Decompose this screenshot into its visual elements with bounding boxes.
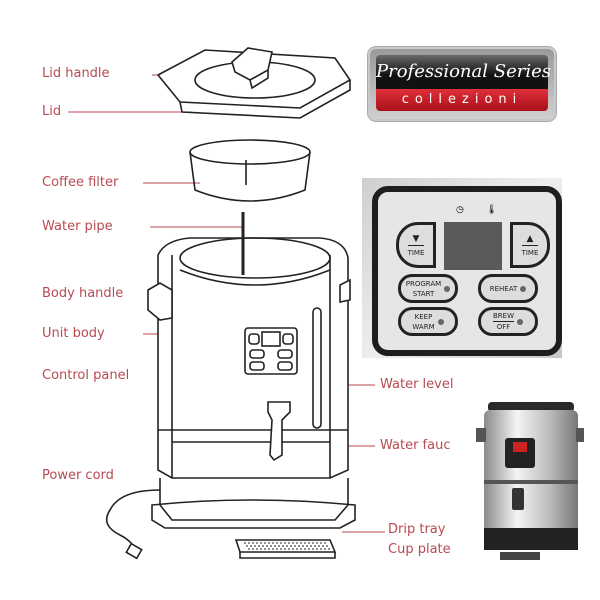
label-lid: Lid bbox=[42, 104, 62, 119]
indicator-light bbox=[437, 318, 444, 325]
program-label: PROGRAM bbox=[405, 279, 442, 288]
lid-drawing bbox=[156, 47, 352, 119]
label-water-faucet: Water fauc bbox=[380, 438, 451, 453]
indicator-light bbox=[517, 318, 523, 325]
time-down-button[interactable]: ▼ TIME bbox=[396, 222, 436, 268]
clock-icon: ◷ bbox=[456, 205, 464, 215]
logo-line2: collezioni bbox=[376, 89, 548, 111]
thermometer-icon: 🌡 bbox=[486, 205, 498, 215]
indicator-light bbox=[520, 285, 527, 292]
arrow-up-icon: ▲ bbox=[526, 233, 534, 244]
label-coffee-filter: Coffee filter bbox=[42, 175, 119, 190]
label-water-pipe: Water pipe bbox=[42, 219, 113, 234]
power-cord-drawing bbox=[105, 489, 161, 549]
label-drip-tray: Drip tray bbox=[388, 522, 446, 537]
display-screen bbox=[444, 222, 502, 270]
label-water-level: Water level bbox=[380, 377, 454, 392]
reheat-label: REHEAT bbox=[489, 284, 518, 293]
time-up-label: TIME bbox=[521, 244, 539, 258]
brand-logo: Professional Series® collezioni bbox=[368, 47, 556, 121]
label-lid-handle: Lid handle bbox=[42, 66, 110, 81]
label-body-handle: Body handle bbox=[42, 286, 124, 301]
brew-label: BREW bbox=[492, 312, 514, 322]
logo-registered-mark: ® bbox=[552, 57, 554, 66]
indicator-light bbox=[444, 285, 451, 292]
unit-body-drawing bbox=[147, 212, 356, 529]
time-up-button[interactable]: ▲ TIME bbox=[510, 222, 550, 268]
label-unit-body: Unit body bbox=[42, 326, 105, 341]
off-label: OFF bbox=[496, 323, 511, 331]
coffee-filter-drawing bbox=[189, 139, 311, 202]
label-power-cord: Power cord bbox=[42, 468, 114, 483]
time-down-label: TIME bbox=[407, 244, 425, 258]
warm-label: WARM bbox=[412, 322, 435, 331]
label-cup-plate: Cup plate bbox=[388, 542, 451, 557]
drip-tray-drawing bbox=[234, 539, 337, 559]
start-label: START bbox=[412, 289, 435, 298]
logo-top-band: Professional Series® bbox=[376, 55, 554, 89]
logo-line1: Professional Series bbox=[376, 61, 551, 82]
label-control-panel: Control panel bbox=[42, 368, 130, 383]
reheat-button[interactable]: REHEAT bbox=[478, 274, 538, 303]
plug-drawing bbox=[125, 542, 143, 560]
product-photo bbox=[476, 402, 584, 560]
keep-label: KEEP bbox=[414, 312, 433, 321]
arrow-down-icon: ▼ bbox=[412, 233, 420, 244]
